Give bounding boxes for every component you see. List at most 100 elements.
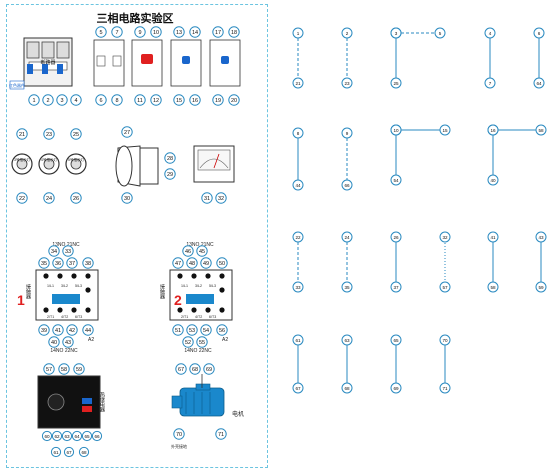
terminal-66[interactable]: 66 — [91, 430, 103, 442]
terminal-51[interactable]: 51 — [172, 324, 184, 336]
terminal-6[interactable]: 6 — [533, 27, 545, 39]
terminal-22[interactable]: 22 — [292, 231, 304, 243]
terminal-61[interactable]: 61 — [50, 446, 62, 458]
terminal-55[interactable]: 55 — [196, 336, 208, 348]
terminal-71[interactable]: 71 — [215, 428, 227, 440]
terminal-68[interactable]: 68 — [78, 446, 90, 458]
terminal-21[interactable]: 21 — [16, 128, 28, 140]
terminal-46[interactable]: 46 — [182, 245, 194, 257]
terminal-40[interactable]: 40 — [487, 174, 499, 186]
terminal-40[interactable]: 40 — [48, 336, 60, 348]
terminal-69[interactable]: 69 — [203, 363, 215, 375]
terminal-22[interactable]: 22 — [16, 192, 28, 204]
terminal-59[interactable]: 59 — [535, 281, 547, 293]
terminal-54[interactable]: 54 — [200, 324, 212, 336]
terminal-64[interactable]: 64 — [533, 77, 545, 89]
terminal-14[interactable]: 14 — [189, 26, 201, 38]
terminal-67[interactable]: 67 — [175, 363, 187, 375]
terminal-59[interactable]: 59 — [73, 363, 85, 375]
terminal-15[interactable]: 15 — [439, 124, 451, 136]
terminal-23[interactable]: 23 — [43, 128, 55, 140]
terminal-69[interactable]: 69 — [390, 382, 402, 394]
terminal-28[interactable]: 28 — [164, 152, 176, 164]
terminal-65[interactable]: 65 — [81, 430, 93, 442]
terminal-18[interactable]: 18 — [228, 26, 240, 38]
terminal-30[interactable]: 30 — [121, 192, 133, 204]
terminal-16[interactable]: 16 — [487, 124, 499, 136]
terminal-63[interactable]: 63 — [61, 430, 73, 442]
terminal-63[interactable]: 63 — [341, 334, 353, 346]
terminal-1[interactable]: 1 — [292, 27, 304, 39]
terminal-67[interactable]: 67 — [292, 382, 304, 394]
terminal-17[interactable]: 17 — [212, 26, 224, 38]
terminal-33[interactable]: 33 — [292, 281, 304, 293]
terminal-32[interactable]: 32 — [215, 192, 227, 204]
terminal-4[interactable]: 4 — [484, 27, 496, 39]
terminal-27[interactable]: 27 — [121, 126, 133, 138]
terminal-64[interactable]: 64 — [71, 430, 83, 442]
terminal-43[interactable]: 43 — [535, 231, 547, 243]
terminal-25[interactable]: 25 — [70, 128, 82, 140]
terminal-12[interactable]: 12 — [150, 94, 162, 106]
terminal-70[interactable]: 70 — [439, 334, 451, 346]
terminal-58[interactable]: 58 — [58, 363, 70, 375]
terminal-5[interactable]: 5 — [95, 26, 107, 38]
terminal-54[interactable]: 54 — [390, 174, 402, 186]
terminal-68[interactable]: 68 — [189, 363, 201, 375]
terminal-31[interactable]: 31 — [201, 192, 213, 204]
terminal-67[interactable]: 67 — [63, 446, 75, 458]
terminal-53[interactable]: 53 — [186, 324, 198, 336]
terminal-37[interactable]: 37 — [66, 257, 78, 269]
terminal-57[interactable]: 57 — [439, 281, 451, 293]
terminal-70[interactable]: 70 — [173, 428, 185, 440]
terminal-9[interactable]: 9 — [134, 26, 146, 38]
terminal-29[interactable]: 29 — [164, 168, 176, 180]
terminal-34[interactable]: 34 — [48, 245, 60, 257]
terminal-56[interactable]: 56 — [216, 324, 228, 336]
terminal-71[interactable]: 71 — [439, 382, 451, 394]
terminal-6[interactable]: 6 — [95, 94, 107, 106]
terminal-23[interactable]: 23 — [341, 77, 353, 89]
terminal-33[interactable]: 33 — [62, 245, 74, 257]
terminal-42[interactable]: 42 — [66, 324, 78, 336]
terminal-52[interactable]: 52 — [182, 336, 194, 348]
terminal-32[interactable]: 32 — [439, 231, 451, 243]
terminal-20[interactable]: 20 — [228, 94, 240, 106]
terminal-44[interactable]: 44 — [292, 179, 304, 191]
terminal-5[interactable]: 5 — [434, 27, 446, 39]
terminal-21[interactable]: 21 — [292, 77, 304, 89]
terminal-7[interactable]: 7 — [111, 26, 123, 38]
terminal-10[interactable]: 10 — [390, 124, 402, 136]
terminal-65[interactable]: 65 — [390, 334, 402, 346]
terminal-13[interactable]: 13 — [173, 26, 185, 38]
terminal-11[interactable]: 11 — [134, 94, 146, 106]
terminal-58[interactable]: 58 — [535, 124, 547, 136]
terminal-39[interactable]: 39 — [38, 324, 50, 336]
terminal-26[interactable]: 26 — [70, 192, 82, 204]
terminal-4[interactable]: 4 — [70, 94, 82, 106]
terminal-25[interactable]: 25 — [390, 77, 402, 89]
terminal-41[interactable]: 41 — [487, 231, 499, 243]
terminal-58[interactable]: 58 — [487, 281, 499, 293]
terminal-8[interactable]: 8 — [111, 94, 123, 106]
terminal-38[interactable]: 38 — [82, 257, 94, 269]
terminal-68[interactable]: 68 — [341, 382, 353, 394]
terminal-43[interactable]: 43 — [62, 336, 74, 348]
terminal-57[interactable]: 57 — [43, 363, 55, 375]
terminal-3[interactable]: 3 — [390, 27, 402, 39]
terminal-7[interactable]: 7 — [484, 77, 496, 89]
terminal-45[interactable]: 45 — [196, 245, 208, 257]
terminal-37[interactable]: 37 — [390, 281, 402, 293]
terminal-2[interactable]: 2 — [42, 94, 54, 106]
terminal-2[interactable]: 2 — [341, 27, 353, 39]
terminal-35[interactable]: 35 — [38, 257, 50, 269]
terminal-60[interactable]: 60 — [41, 430, 53, 442]
terminal-24[interactable]: 24 — [43, 192, 55, 204]
terminal-8[interactable]: 8 — [292, 127, 304, 139]
terminal-62[interactable]: 62 — [51, 430, 63, 442]
terminal-49[interactable]: 49 — [200, 257, 212, 269]
terminal-15[interactable]: 15 — [173, 94, 185, 106]
terminal-41[interactable]: 41 — [52, 324, 64, 336]
terminal-61[interactable]: 61 — [292, 334, 304, 346]
terminal-10[interactable]: 10 — [150, 26, 162, 38]
